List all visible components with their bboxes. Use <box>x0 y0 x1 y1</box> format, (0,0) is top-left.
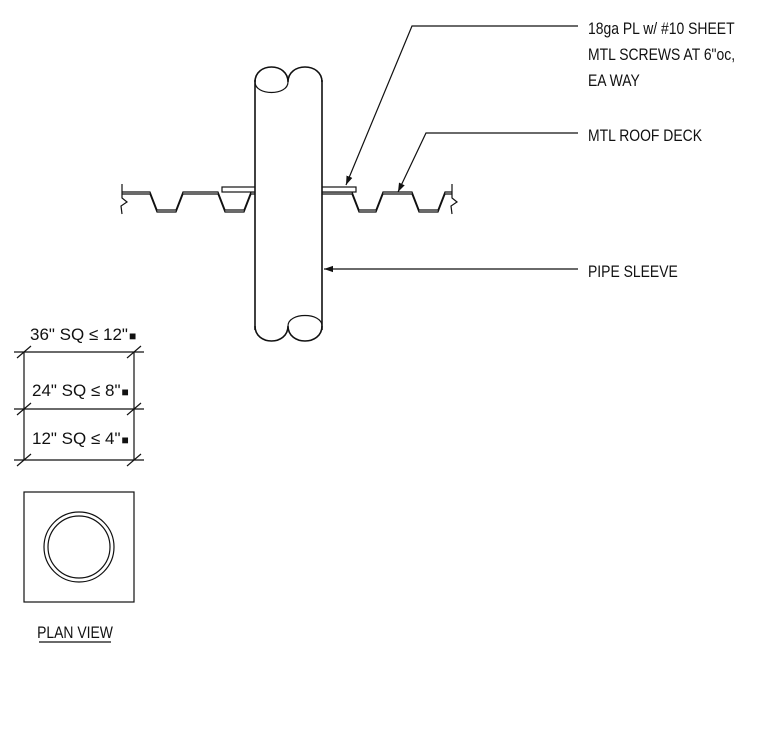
plate-leader <box>345 25 578 186</box>
plate-note-line-3: EA WAY <box>588 72 640 91</box>
section-view: 18ga PL w/ #10 SHEET MTL SCREWS AT 6"oc,… <box>120 20 735 342</box>
size-table: 36" SQ ≤ 12"■ 24" SQ ≤ 8"■ 12" SQ ≤ 4"■ <box>14 325 144 467</box>
table-row-24-text: 24" SQ ≤ 8"■ <box>32 381 129 400</box>
left-break-mark <box>120 184 129 215</box>
plan-view: PLAN VIEW <box>23 491 135 643</box>
plan-pipe-outer <box>43 511 115 583</box>
plan-view-title: PLAN VIEW <box>37 624 113 643</box>
table-row-36-text: 36" SQ ≤ 12"■ <box>30 325 136 344</box>
pipe-sleeve <box>254 66 323 342</box>
table-row-12-text: 12" SQ ≤ 4"■ <box>32 429 129 448</box>
pipe-sleeve-note: PIPE SLEEVE <box>588 263 678 282</box>
plate-note-line-2: MTL SCREWS AT 6"oc, <box>588 46 735 65</box>
roof-deck-leader <box>397 132 578 193</box>
plan-square-plate <box>23 491 135 603</box>
plate-note-line-1: 18ga PL w/ #10 SHEET <box>588 20 735 39</box>
roof-deck-note: MTL ROOF DECK <box>588 127 703 146</box>
plan-pipe-inner <box>47 515 111 579</box>
right-break-mark <box>450 184 459 215</box>
